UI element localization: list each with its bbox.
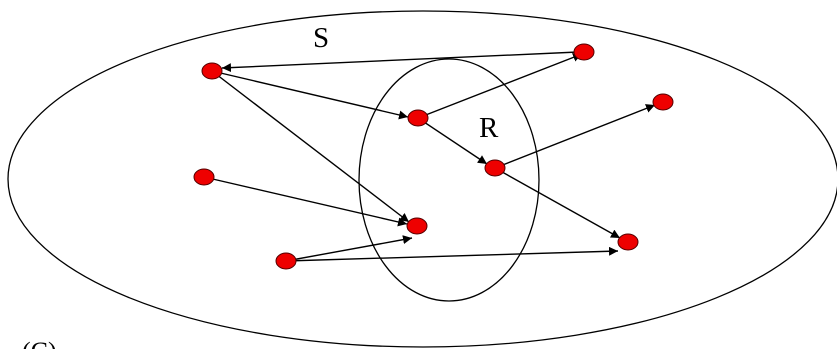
edge [221, 51, 579, 73]
set-r-label: R [479, 112, 499, 144]
set-r-ellipse [358, 58, 540, 302]
edge [211, 70, 409, 120]
corner-label: (C) [22, 337, 57, 349]
set-s-label: S [313, 22, 329, 54]
nodes [193, 43, 674, 270]
edges [203, 51, 656, 262]
edge [203, 176, 408, 227]
edge [494, 104, 656, 169]
node [484, 159, 506, 177]
node [617, 233, 639, 251]
edge [417, 53, 583, 119]
node [652, 93, 674, 111]
edge [285, 246, 619, 262]
edge [417, 117, 488, 165]
edge [494, 167, 621, 239]
edge [211, 70, 410, 223]
edge [285, 235, 413, 262]
node [275, 252, 297, 270]
node [193, 168, 215, 186]
set-s-ellipse [7, 10, 837, 348]
node [201, 62, 223, 80]
node [573, 43, 595, 61]
node [407, 109, 429, 127]
node [406, 217, 428, 235]
